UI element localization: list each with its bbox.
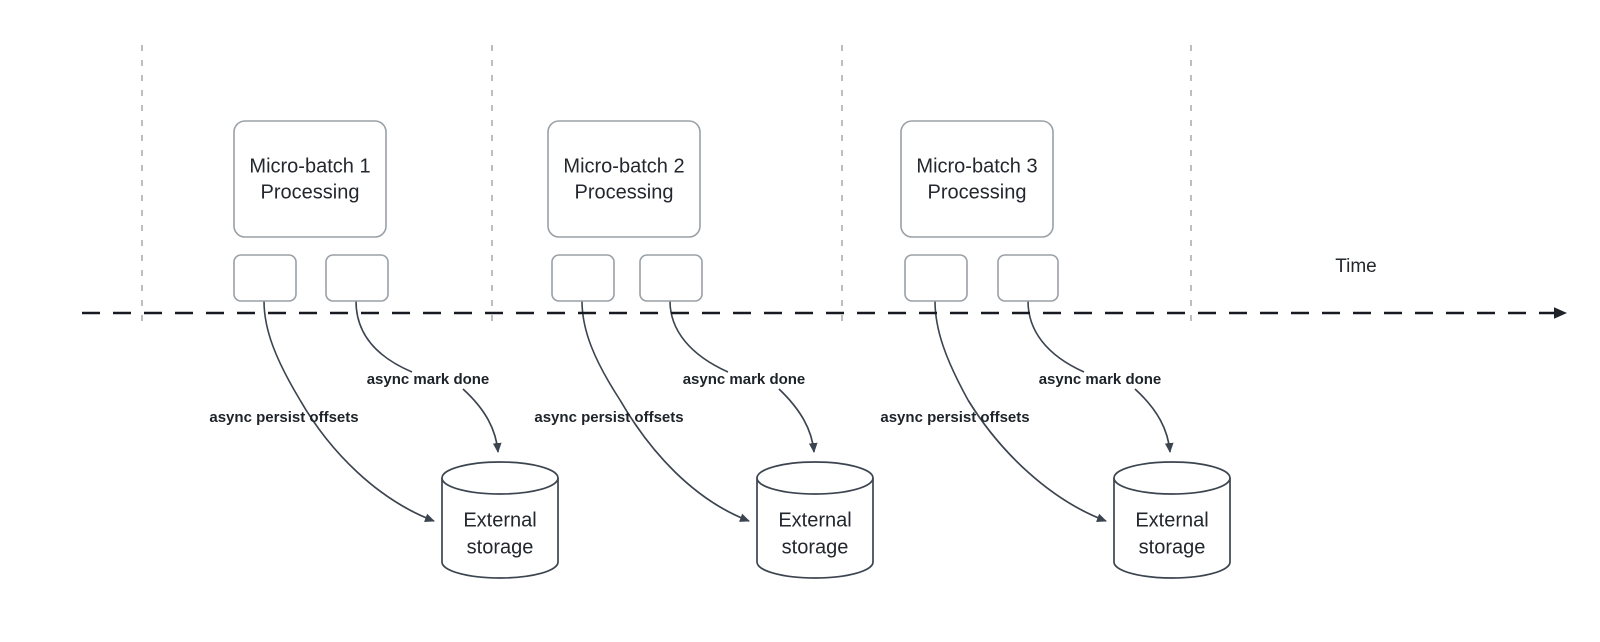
- edge-mark-done-3: [1134, 388, 1174, 453]
- time-axis-group: Time: [82, 256, 1567, 319]
- external-storage-1-label-line1: External: [463, 509, 536, 531]
- micro-batch-3-group: Micro-batch 3 Processing async persist o…: [880, 120, 1231, 579]
- micro-batch-1-label-line1: Micro-batch 1: [249, 155, 370, 177]
- micro-batch-1-external-storage[interactable]: External storage: [441, 461, 559, 579]
- external-storage-3-body: [1113, 478, 1231, 579]
- micro-batch-2-label-line1: Micro-batch 2: [563, 155, 684, 177]
- micro-batch-3-async-mark-done-label: async mark done: [1039, 371, 1162, 388]
- micro-batch-3-external-storage[interactable]: External storage: [1113, 461, 1231, 579]
- micro-batch-1-mark-done-task[interactable]: [325, 254, 389, 302]
- micro-batch-1-persist-offsets-task[interactable]: [233, 254, 297, 302]
- edge-persist-offsets-3: [967, 399, 1107, 522]
- micro-batch-1-label-line2: Processing: [261, 181, 360, 203]
- external-storage-3-top: [1113, 461, 1231, 495]
- external-storage-1-body: [441, 478, 559, 579]
- micro-batch-2-group: Micro-batch 2 Processing async persist o…: [534, 120, 874, 579]
- micro-batch-1-group: Micro-batch 1 Processing async persist o…: [209, 120, 559, 579]
- micro-batch-2-external-storage[interactable]: External storage: [756, 461, 874, 579]
- external-storage-2-label-line2: storage: [782, 536, 849, 558]
- micro-batch-1-async-mark-done-label: async mark done: [367, 371, 490, 388]
- external-storage-1-label-line2: storage: [467, 536, 534, 558]
- edge-persist-offsets-2: [619, 399, 750, 522]
- stem-mark-done-1: [355, 300, 413, 373]
- external-storage-1-top: [441, 461, 559, 495]
- external-storage-3-label-line1: External: [1135, 509, 1208, 531]
- stem-mark-done-3: [1027, 300, 1085, 373]
- micro-batch-2-async-persist-offsets-label: async persist offsets: [534, 409, 683, 426]
- micro-batch-3-persist-offsets-task[interactable]: [904, 254, 968, 302]
- stem-persist-offsets-3: [934, 300, 969, 401]
- micro-batch-2-mark-done-task[interactable]: [639, 254, 703, 302]
- micro-batch-3-label-line2: Processing: [928, 181, 1027, 203]
- micro-batch-2-async-mark-done-label: async mark done: [683, 371, 806, 388]
- micro-batch-2-process-box[interactable]: [547, 120, 701, 238]
- micro-batch-3-label-line1: Micro-batch 3: [916, 155, 1037, 177]
- micro-batch-3-process-box[interactable]: [900, 120, 1054, 238]
- stem-mark-done-2: [669, 300, 729, 373]
- micro-batch-1-process-box[interactable]: [233, 120, 387, 238]
- micro-batch-2-label-line2: Processing: [575, 181, 674, 203]
- flow-edges-batch-1: [263, 300, 502, 522]
- micro-batch-3-mark-done-task[interactable]: [997, 254, 1059, 302]
- edge-persist-offsets-1: [299, 399, 435, 522]
- gridlines-group: [141, 45, 1192, 322]
- stem-persist-offsets-1: [263, 300, 301, 401]
- external-storage-3-label-line2: storage: [1139, 536, 1206, 558]
- micro-batch-1-async-persist-offsets-label: async persist offsets: [209, 409, 358, 426]
- external-storage-2-label-line1: External: [778, 509, 851, 531]
- flow-edges-batch-3: [934, 300, 1174, 522]
- edge-mark-done-1: [462, 388, 502, 453]
- time-axis-label: Time: [1335, 256, 1377, 277]
- external-storage-2-body: [756, 478, 874, 579]
- micro-batch-3-async-persist-offsets-label: async persist offsets: [880, 409, 1029, 426]
- flow-edges-batch-2: [581, 300, 818, 522]
- external-storage-2-top: [756, 461, 874, 495]
- micro-batch-2-persist-offsets-task[interactable]: [551, 254, 615, 302]
- stem-persist-offsets-2: [581, 300, 621, 401]
- edge-mark-done-2: [778, 388, 818, 453]
